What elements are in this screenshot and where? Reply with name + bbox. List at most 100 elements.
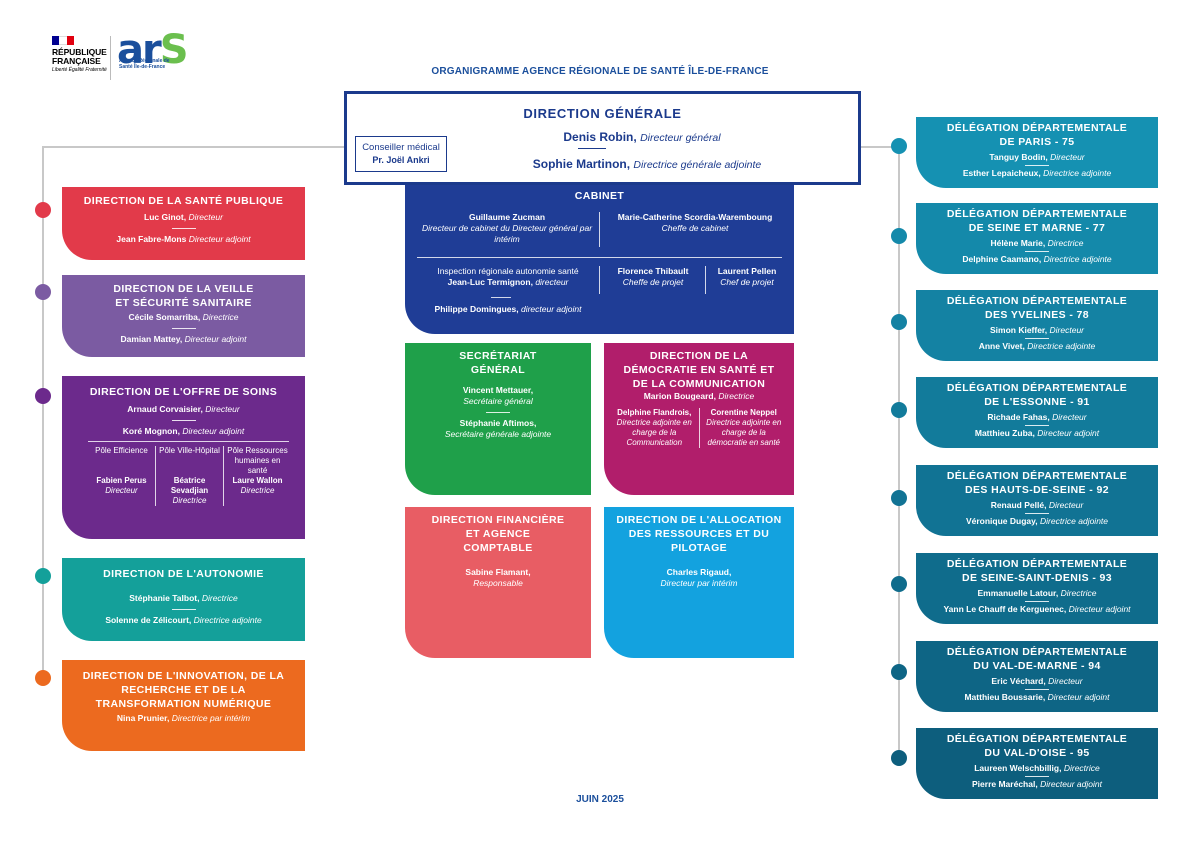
branch-dot <box>35 670 51 686</box>
person-deputy: Anne Vivet, Directrice adjointe <box>978 341 1096 351</box>
divider <box>1025 776 1049 777</box>
box-dd-seine-saint-denis: DÉLÉGATION DÉPARTEMENTALE DE SEINE-SAINT… <box>916 553 1158 624</box>
box-dd-val-d-oise: DÉLÉGATION DÉPARTEMENTALE DU VAL-D'OISE … <box>916 728 1158 799</box>
person-director: Simon Kieffer, Directeur <box>989 325 1084 335</box>
branch-dot <box>891 314 907 330</box>
cm-name: Pr. Joël Ankri <box>372 155 430 165</box>
person-deputy: Koré Mognon, Directeur adjoint <box>122 426 245 436</box>
person-deputy: Matthieu Boussarie, Directeur adjoint <box>964 692 1110 702</box>
right-connector <box>861 146 899 148</box>
person-deputy: Pierre Maréchal, Directeur adjoint <box>972 779 1102 789</box>
page-title: ORGANIGRAMME AGENCE RÉGIONALE DE SANTÉ Î… <box>431 66 769 77</box>
cabinet-title: CABINET <box>574 190 625 202</box>
deputies-row: Delphine Flandrois,Directrice adjointe e… <box>610 408 788 448</box>
box-dd-essonne: DÉLÉGATION DÉPARTEMENTALE DE L'ESSONNE -… <box>916 377 1158 448</box>
divider <box>491 297 511 298</box>
divider <box>1025 601 1049 602</box>
person-director: Renaud Pellé, Directeur <box>990 500 1084 510</box>
box-title: DIRECTION DE L'OFFRE DE SOINS <box>89 386 278 398</box>
box-autonomie: DIRECTION DE L'AUTONOMIE Stéphanie Talbo… <box>62 558 305 641</box>
person-deputy: Damian Mattey, Directeur adjoint <box>120 334 247 344</box>
person-deputy: Matthieu Zuba, Directeur adjoint <box>974 428 1100 438</box>
person-director: Tanguy Bodin, Directeur <box>989 152 1085 162</box>
dg-person-2: Sophie Martinon, Directrice générale adj… <box>532 157 762 171</box>
box-title: DÉLÉGATION DÉPARTEMENTALE DE SEINE ET MA… <box>946 208 1128 234</box>
divider <box>1025 425 1049 426</box>
box-title: DÉLÉGATION DÉPARTEMENTALE DE SEINE-SAINT… <box>946 558 1128 584</box>
box-direction-financiere: DIRECTION FINANCIÈRE ET AGENCE COMPTABLE… <box>405 507 591 658</box>
divider <box>1025 251 1049 252</box>
box-title: DIRECTION DE L'INNOVATION, DE LA RECHERC… <box>82 670 285 710</box>
divider <box>1025 165 1049 166</box>
cabinet-person-f: Philippe Domingues, directeur adjoint <box>434 304 582 314</box>
republique-francaise-logo: République Française Liberté Égalité Fra… <box>52 36 110 86</box>
logo-divider <box>110 36 111 80</box>
person-director: Charles Rigaud,Directeur par intérim <box>660 567 738 588</box>
box-title: DIRECTION FINANCIÈRE ET AGENCE COMPTABLE <box>431 514 565 554</box>
box-secretariat-general: SECRÉTARIAT GÉNÉRAL Vincent Mettauer,Sec… <box>405 343 591 495</box>
person-deputy: Yann Le Chauff de Kerguenec, Directeur a… <box>943 604 1131 614</box>
box-title: DIRECTION DE L'AUTONOMIE <box>103 568 264 580</box>
box-title: DIRECTION DE L'ALLOCATION DES RESSOURCES… <box>616 514 782 554</box>
branch-dot <box>891 664 907 680</box>
cm-title: Conseiller médical <box>362 142 440 153</box>
box-title: DIRECTION DE LA DÉMOCRATIE EN SANTÉ ET D… <box>623 350 775 390</box>
person-director: Emmanuelle Latour, Directrice <box>977 588 1097 598</box>
person-deputy: Véronique Dugay, Directrice adjointe <box>965 516 1109 526</box>
box-title: DÉLÉGATION DÉPARTEMENTALE DES YVELINES -… <box>946 295 1128 321</box>
divider <box>171 228 196 229</box>
person-deputy: Solenne de Zélicourt, Directrice adjoint… <box>105 615 262 625</box>
publication-date: JUIN 2025 <box>576 794 624 805</box>
ars-logo-s: S <box>159 27 189 73</box>
person-director: Arnaud Corvaisier, Directeur <box>127 404 240 414</box>
box-dd-hauts-de-seine: DÉLÉGATION DÉPARTEMENTALE DES HAUTS-DE-S… <box>916 465 1158 536</box>
person-director: Laureen Welschbillig, Directrice <box>974 763 1100 773</box>
divider <box>1025 689 1049 690</box>
box-title: DÉLÉGATION DÉPARTEMENTALE DE L'ESSONNE -… <box>946 382 1128 408</box>
box-allocation-ressources: DIRECTION DE L'ALLOCATION DES RESSOURCES… <box>604 507 794 658</box>
branch-dot <box>891 576 907 592</box>
person-director: Eric Véchard, Directeur <box>991 676 1083 686</box>
person-deputy: Stéphanie Aftimos,Secrétaire générale ad… <box>444 418 552 439</box>
ars-logo-letters: ar <box>117 27 162 73</box>
dg-divider <box>578 148 606 149</box>
person-director: Stéphanie Talbot, Directrice <box>129 593 238 603</box>
box-dd-paris: DÉLÉGATION DÉPARTEMENTALE DE PARIS - 75 … <box>916 117 1158 188</box>
box-title: DIRECTION DE LA SANTÉ PUBLIQUE <box>83 195 284 207</box>
branch-dot <box>891 228 907 244</box>
box-dd-yvelines: DÉLÉGATION DÉPARTEMENTALE DES YVELINES -… <box>916 290 1158 361</box>
box-title: DÉLÉGATION DÉPARTEMENTALE DU VAL-D'OISE … <box>946 733 1128 759</box>
box-title: SECRÉTARIAT GÉNÉRAL <box>459 350 537 376</box>
divider <box>88 441 289 442</box>
branch-dot <box>35 568 51 584</box>
person-deputy: Esther Lepaicheux, Directrice adjointe <box>962 168 1112 178</box>
left-trunk <box>42 146 44 678</box>
box-dd-seine-et-marne: DÉLÉGATION DÉPARTEMENTALE DE SEINE ET MA… <box>916 203 1158 274</box>
box-offre-de-soins: DIRECTION DE L'OFFRE DE SOINS Arnaud Cor… <box>62 376 305 539</box>
divider <box>417 257 782 258</box>
rf-motto: Liberté Égalité Fraternité <box>52 67 107 73</box>
person-director: Vincent Mettauer,Secrétaire général <box>462 385 534 406</box>
divider <box>486 412 510 413</box>
dg-title: DIRECTION GÉNÉRALE <box>523 106 682 121</box>
box-title: DÉLÉGATION DÉPARTEMENTALE DU VAL-DE-MARN… <box>946 646 1128 672</box>
rf-name: République Française <box>52 47 107 66</box>
person-deputy: Delphine Caamano, Directrice adjointe <box>962 254 1112 264</box>
person-director: Sabine Flamant,Responsable <box>465 567 531 588</box>
dg-person-1: Denis Robin, Directeur général <box>563 130 721 144</box>
left-connector <box>42 146 345 148</box>
conseiller-medical-box: Conseiller médical Pr. Joël Ankri <box>355 136 447 172</box>
ars-logo-subtitle: Agence Régionale de Santé Île-de-France <box>119 58 170 70</box>
deputy-communication: Delphine Flandrois,Directrice adjointe e… <box>616 408 692 447</box>
divider <box>171 420 196 421</box>
